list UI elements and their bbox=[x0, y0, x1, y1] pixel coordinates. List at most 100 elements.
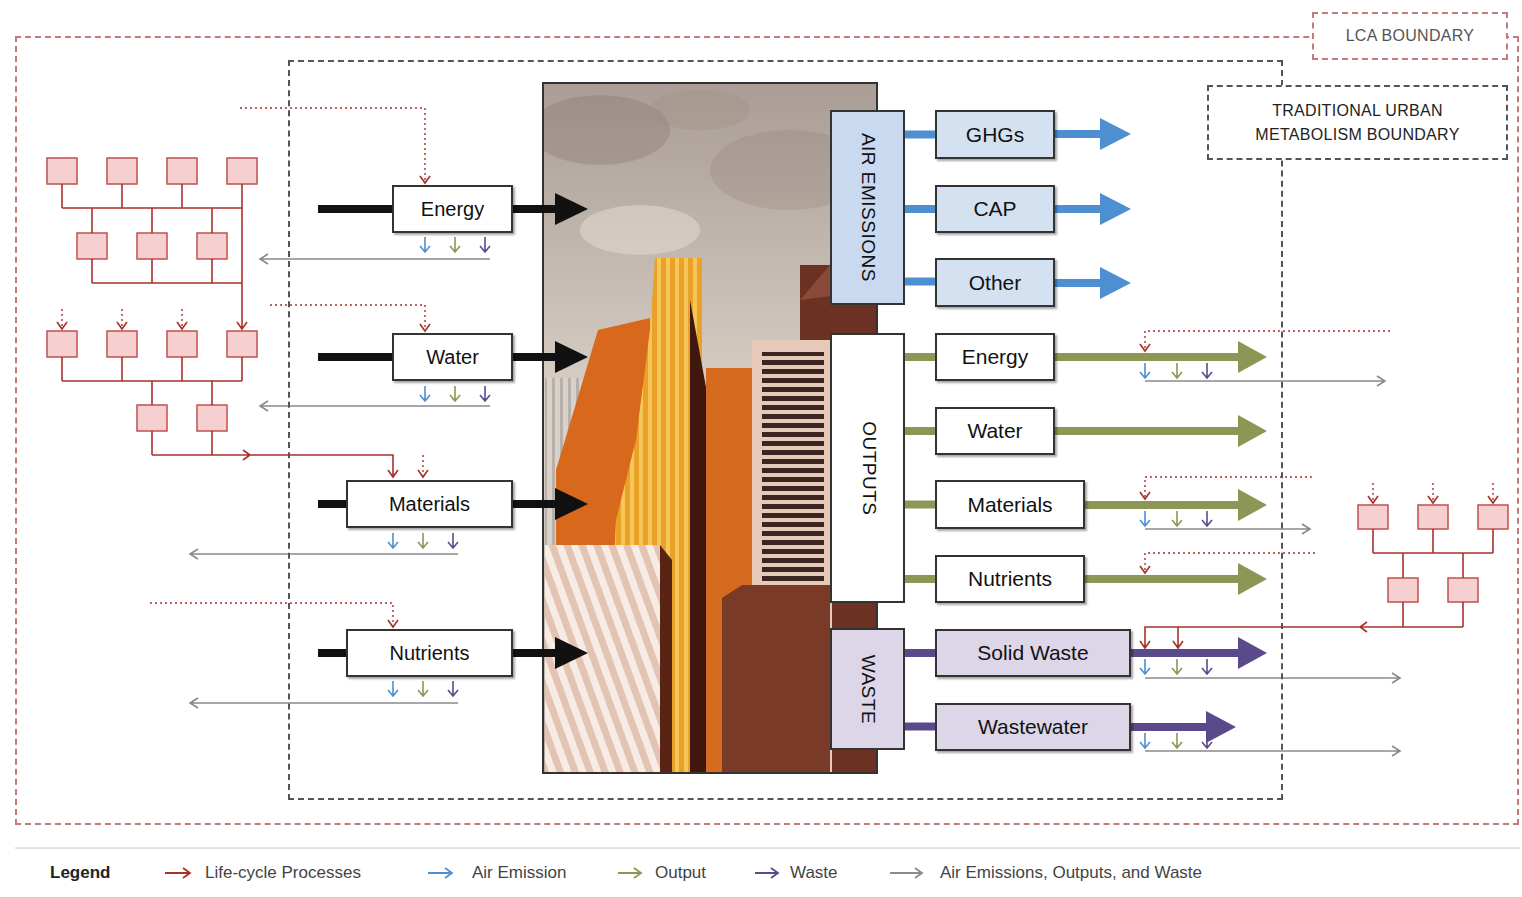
legend-item: Life-cycle Processes bbox=[205, 862, 361, 884]
building bbox=[722, 585, 830, 773]
box-label: Other bbox=[969, 270, 1022, 295]
category-band: OUTPUTS bbox=[830, 333, 905, 603]
box-label: Nutrients bbox=[389, 641, 469, 665]
grunge-patch bbox=[543, 95, 670, 165]
process-square bbox=[1388, 578, 1418, 602]
legend-text: Air Emissions, Outputs, and Waste bbox=[940, 863, 1202, 882]
process-square bbox=[137, 405, 167, 431]
boundary-region: TRADITIONAL URBAN METABOLISM BOUNDARYEne… bbox=[288, 60, 1283, 800]
process-square bbox=[107, 331, 137, 357]
waste-arrow-shaft bbox=[1131, 653, 1240, 727]
box-label: Energy bbox=[421, 197, 484, 221]
band-title: AIR EMISSIONS bbox=[856, 133, 879, 282]
box-label: Energy bbox=[962, 344, 1029, 369]
emission-arrow-head bbox=[1100, 118, 1131, 299]
legend-sample bbox=[890, 868, 922, 878]
flow-box: CAP bbox=[935, 185, 1055, 233]
legend-item: Air Emissions, Outputs, and Waste bbox=[940, 862, 1202, 884]
boundary-label-text: TRADITIONAL URBAN METABOLISM BOUNDARY bbox=[1250, 99, 1465, 147]
input-arrow-shaft bbox=[318, 209, 557, 653]
box-label: Wastewater bbox=[978, 714, 1088, 739]
flow-box: Materials bbox=[346, 480, 513, 528]
process-square bbox=[1478, 505, 1508, 529]
process-square bbox=[137, 233, 167, 259]
legend-item: Waste bbox=[790, 862, 838, 884]
input-arrow-head bbox=[555, 193, 588, 669]
process-square bbox=[227, 331, 257, 357]
flow-box: Water bbox=[392, 333, 513, 381]
process-square bbox=[1358, 505, 1388, 529]
flow-connector bbox=[905, 427, 935, 435]
flow-connector bbox=[905, 205, 935, 213]
flow-connector bbox=[905, 575, 935, 583]
output-arrow-head bbox=[1238, 341, 1267, 595]
flow-box: Wastewater bbox=[935, 703, 1131, 751]
legend-heading: Legend bbox=[50, 863, 110, 882]
process-square bbox=[167, 158, 197, 184]
legend-sample bbox=[428, 868, 452, 878]
box-label: CAP bbox=[973, 196, 1016, 221]
flow-box: Water bbox=[935, 407, 1055, 455]
building-shade bbox=[660, 545, 672, 773]
output-arrow bbox=[418, 237, 1182, 748]
flow-connector bbox=[905, 723, 935, 731]
boundary-label: TRADITIONAL URBAN METABOLISM BOUNDARY bbox=[1207, 85, 1508, 160]
boundary-label: LCA BOUNDARY bbox=[1312, 12, 1508, 60]
process-square bbox=[167, 331, 197, 357]
legend-text: Waste bbox=[790, 863, 838, 882]
flow-connector bbox=[905, 278, 935, 286]
flow-box: Other bbox=[935, 258, 1055, 307]
flow-box: Nutrients bbox=[346, 629, 513, 677]
grunge-patch bbox=[650, 90, 750, 130]
legend-item: Output bbox=[655, 862, 706, 884]
process-square bbox=[47, 331, 77, 357]
city-frame bbox=[543, 83, 877, 773]
boundary-region: LCA BOUNDARYTRADITIONAL URBAN METABOLISM… bbox=[15, 36, 1519, 825]
process-square bbox=[47, 158, 77, 184]
process-square bbox=[107, 158, 137, 184]
legend-item: Air Emission bbox=[472, 862, 566, 884]
boundary-label-text: LCA BOUNDARY bbox=[1346, 24, 1475, 48]
band-title: OUTPUTS bbox=[856, 421, 879, 515]
box-label: Water bbox=[967, 418, 1022, 443]
legend-text: Air Emission bbox=[472, 863, 566, 882]
category-band: WASTE bbox=[830, 628, 905, 750]
band-title: WASTE bbox=[856, 654, 879, 723]
combined-flow-arrow bbox=[190, 254, 1400, 756]
emission-arrow-shaft bbox=[1055, 134, 1102, 283]
legend-text: Output bbox=[655, 863, 706, 882]
legend-text: Life-cycle Processes bbox=[205, 863, 361, 882]
legend-frame bbox=[15, 848, 1520, 849]
life-cycle-dotted-line bbox=[62, 108, 1493, 626]
process-square bbox=[77, 233, 107, 259]
output-arrow-shaft bbox=[1055, 357, 1240, 579]
legend-heading-holder: Legend bbox=[50, 862, 110, 884]
flow-connector bbox=[905, 501, 935, 509]
flow-box: GHGs bbox=[935, 110, 1055, 159]
flow-connector bbox=[905, 649, 935, 657]
legend-sample bbox=[165, 868, 190, 878]
box-label: Nutrients bbox=[968, 566, 1052, 591]
box-label: Materials bbox=[389, 492, 470, 516]
legend-sample bbox=[755, 868, 778, 878]
building-windows bbox=[762, 352, 824, 612]
flow-connector bbox=[905, 353, 935, 361]
flow-box: Nutrients bbox=[935, 555, 1085, 603]
process-square bbox=[1418, 505, 1448, 529]
legend-sample bbox=[618, 868, 641, 878]
category-band: AIR EMISSIONS bbox=[830, 110, 905, 305]
box-label: GHGs bbox=[966, 122, 1024, 147]
flow-box: Solid Waste bbox=[935, 629, 1131, 677]
process-tree bbox=[47, 158, 1508, 602]
box-label: Water bbox=[426, 345, 479, 369]
process-square bbox=[1448, 578, 1478, 602]
flow-connector bbox=[905, 131, 935, 139]
box-label: Materials bbox=[967, 492, 1052, 517]
grunge-patch bbox=[580, 205, 700, 255]
city-illustration bbox=[543, 83, 877, 773]
waste-arrow-head bbox=[1206, 637, 1267, 743]
flow-box: Materials bbox=[935, 480, 1085, 529]
process-square bbox=[197, 233, 227, 259]
flow-box: Energy bbox=[392, 185, 513, 233]
